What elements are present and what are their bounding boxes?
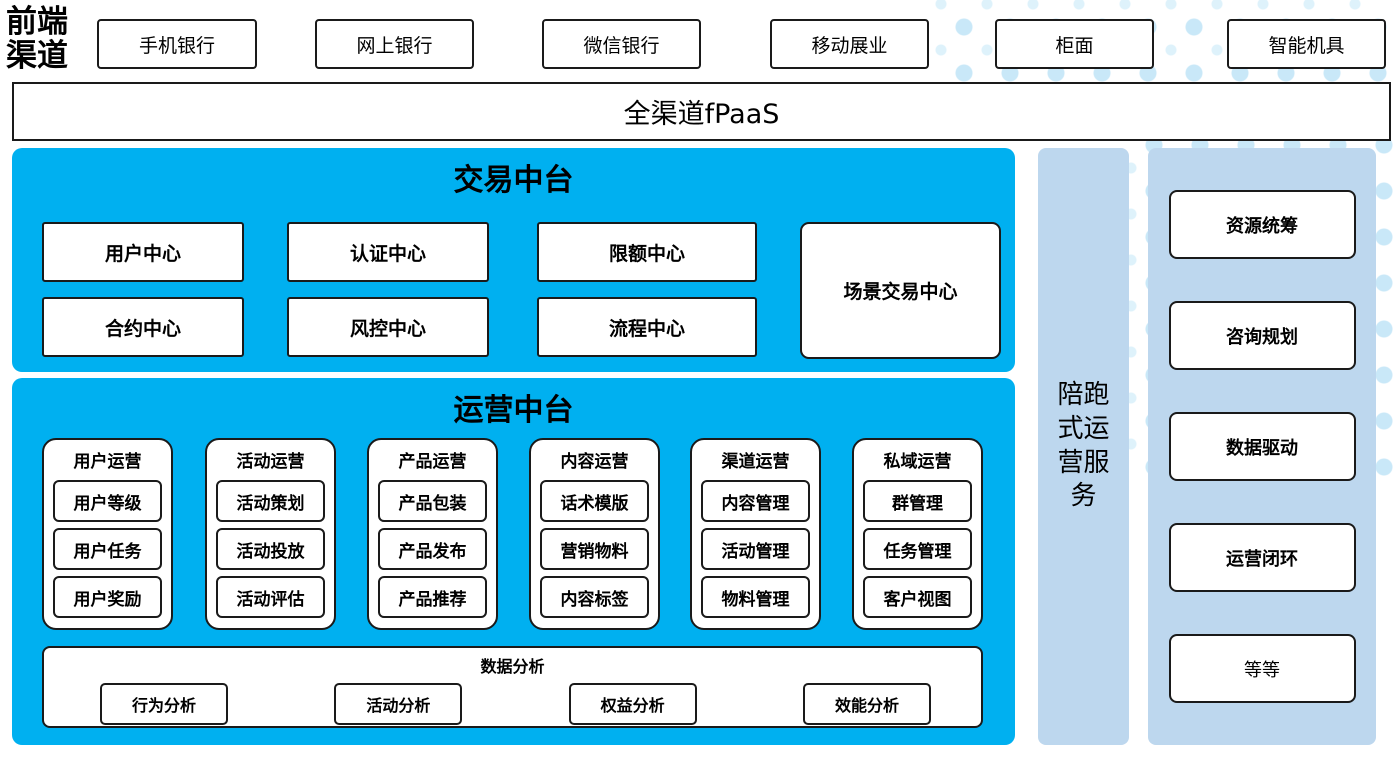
ops-item: 话术模版 (540, 480, 649, 522)
ops-item: 用户等级 (53, 480, 162, 522)
center-box-limit: 限额中心 (537, 222, 757, 282)
ops-item: 物料管理 (701, 576, 810, 618)
analysis-box-rights: 权益分析 (568, 683, 697, 725)
analysis-box-efficiency: 效能分析 (802, 683, 931, 725)
right-service-panel: 资源统筹 咨询规划 数据驱动 运营闭环 等等 (1148, 148, 1376, 745)
ops-column-user: 用户运营 用户等级 用户任务 用户奖励 (42, 438, 173, 630)
channel-box-wechat-banking: 微信银行 (542, 19, 701, 69)
ops-column-title: 内容运营 (560, 452, 629, 472)
service-box-resource-coordination: 资源统筹 (1168, 190, 1356, 259)
ops-platform-title: 运营中台 (453, 393, 574, 428)
analysis-box-behavior: 行为分析 (100, 683, 228, 725)
ops-column-product: 产品运营 产品包装 产品发布 产品推荐 (367, 438, 498, 630)
ops-item: 活动策划 (216, 480, 325, 522)
channel-box-mobile-outreach: 移动展业 (770, 19, 929, 69)
service-box-ops-closed-loop: 运营闭环 (1168, 523, 1356, 592)
ops-item: 内容管理 (701, 480, 810, 522)
accompany-service-label: 陪跑式运营服务 (1057, 379, 1110, 512)
channel-box-counter: 柜面 (995, 19, 1154, 69)
ops-column-title: 渠道运营 (721, 452, 790, 472)
center-box-contract: 合约中心 (42, 297, 244, 357)
channel-box-online-banking: 网上银行 (315, 19, 474, 69)
ops-item: 用户任务 (53, 528, 162, 570)
data-analysis-title: 数据分析 (480, 657, 545, 676)
data-analysis-panel: 数据分析 行为分析 活动分析 权益分析 效能分析 (42, 646, 983, 728)
ops-item: 任务管理 (863, 528, 972, 570)
ops-item: 用户奖励 (53, 576, 162, 618)
fpaas-bar: 全渠道fPaaS (12, 82, 1391, 141)
ops-column-private-domain: 私域运营 群管理 任务管理 客户视图 (852, 438, 983, 630)
ops-column-channel: 渠道运营 内容管理 活动管理 物料管理 (690, 438, 821, 630)
ops-item: 产品包装 (378, 480, 487, 522)
ops-column-title: 产品运营 (398, 452, 467, 472)
accompany-service-bar: 陪跑式运营服务 (1038, 148, 1129, 745)
ops-item: 客户视图 (863, 576, 972, 618)
trade-platform-title: 交易中台 (453, 163, 574, 198)
center-box-scenario-trade: 场景交易中心 (800, 222, 1001, 359)
channel-box-smart-devices: 智能机具 (1227, 19, 1386, 69)
front-channels-label: 前端渠道 (6, 4, 68, 75)
channel-box-mobile-banking: 手机银行 (97, 19, 257, 69)
section-trade-platform: 交易中台 用户中心 认证中心 限额中心 合约中心 风控中心 流程中心 场景交易中… (12, 148, 1015, 372)
ops-item: 产品推荐 (378, 576, 487, 618)
ops-item: 产品发布 (378, 528, 487, 570)
ops-column-title: 用户运营 (73, 452, 142, 472)
center-box-risk: 风控中心 (287, 297, 489, 357)
ops-column-title: 私域运营 (883, 452, 952, 472)
center-box-process: 流程中心 (537, 297, 757, 357)
ops-item: 活动管理 (701, 528, 810, 570)
service-box-consulting-planning: 咨询规划 (1168, 301, 1356, 370)
ops-item: 群管理 (863, 480, 972, 522)
section-ops-platform: 运营中台 用户运营 用户等级 用户任务 用户奖励 活动运营 活动策划 活动投放 … (12, 378, 1015, 745)
ops-column-title: 活动运营 (236, 452, 305, 472)
ops-item: 内容标签 (540, 576, 649, 618)
data-analysis-row: 行为分析 活动分析 权益分析 效能分析 (44, 677, 981, 725)
ops-item: 营销物料 (540, 528, 649, 570)
analysis-box-activity: 活动分析 (334, 683, 463, 725)
ops-item: 活动评估 (216, 576, 325, 618)
ops-column-content: 内容运营 话术模版 营销物料 内容标签 (529, 438, 660, 630)
center-box-auth: 认证中心 (287, 222, 489, 282)
ops-item: 活动投放 (216, 528, 325, 570)
service-box-data-driven: 数据驱动 (1168, 412, 1356, 481)
center-box-user: 用户中心 (42, 222, 244, 282)
service-box-etc: 等等 (1168, 634, 1356, 703)
ops-column-activity: 活动运营 活动策划 活动投放 活动评估 (205, 438, 336, 630)
